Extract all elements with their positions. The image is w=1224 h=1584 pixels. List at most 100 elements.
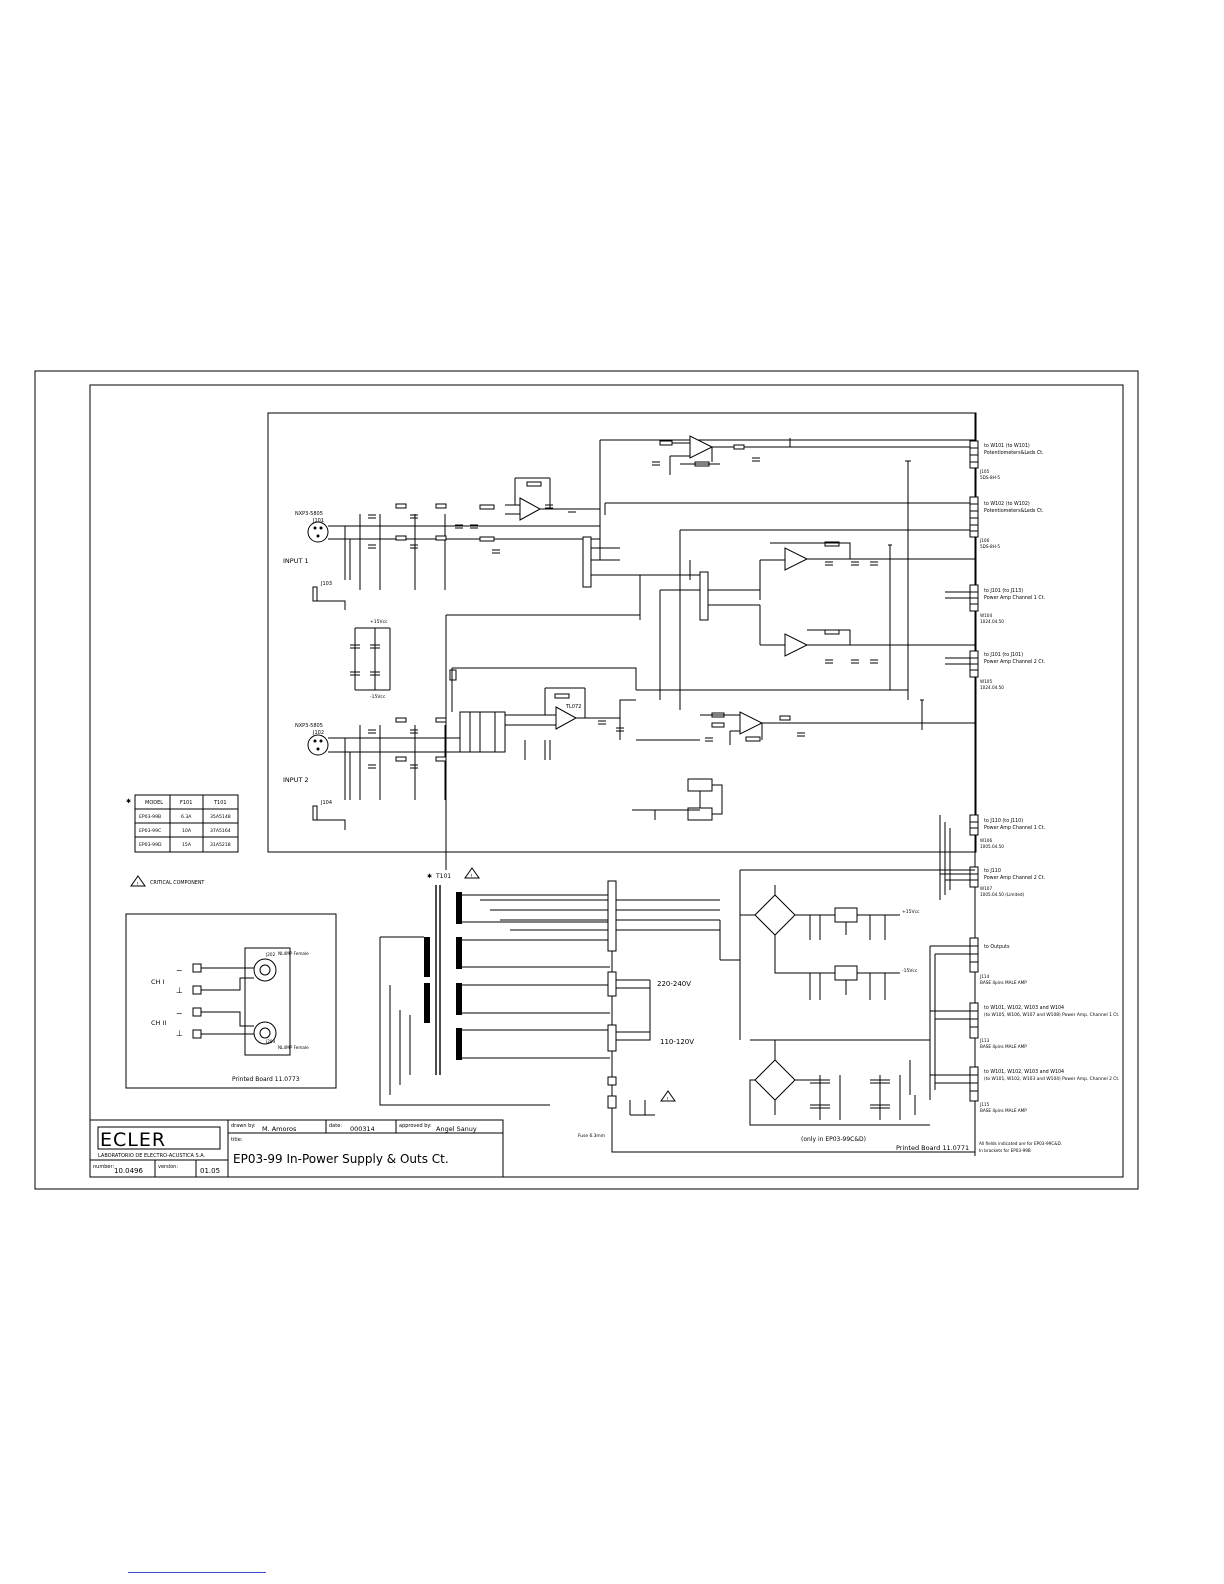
- svg-text:!: !: [471, 874, 473, 880]
- company-subtitle: LABORATORIO DE ELECTRO-ACUSTICA S.A.: [98, 1153, 206, 1159]
- conn-5-label: to J110: [984, 868, 1001, 874]
- power-supply-section: ✱ T101 ! 220-240V 110-120V Fuse 6.3mm !: [379, 867, 975, 1153]
- connector-w107: [969, 866, 979, 888]
- conn-4-label: to J110 (to J110): [984, 818, 1023, 824]
- voltage-high-label: 220-240V: [657, 980, 691, 988]
- opamp-label: TL072: [565, 704, 581, 710]
- xlr1-label: NXP3-5805: [295, 511, 323, 517]
- conn-8-ref: J115: [979, 1102, 990, 1107]
- speakon-j202: [253, 958, 277, 982]
- conn-0-sub: Potentiometers&Leds Ct.: [984, 450, 1044, 456]
- conn-6-label: to Outputs: [984, 944, 1010, 950]
- svg-text:✱: ✱: [427, 873, 432, 880]
- conn-5-ref: W107: [980, 886, 992, 891]
- fuse-label: Fuse 6.3mm: [578, 1133, 605, 1139]
- only-in-note: (only in EP03-99C&D): [801, 1136, 866, 1143]
- model-table: ✱: [126, 794, 239, 853]
- version-value: 01.05: [200, 1167, 220, 1175]
- conn-0-ref: J105: [979, 469, 990, 474]
- inset-board-label: Printed Board 11.0773: [232, 1076, 300, 1083]
- svg-text:!: !: [137, 882, 139, 888]
- conn-7-label: to W101, W102, W103 and W104: [984, 1005, 1064, 1011]
- ch1-label: CH I: [151, 978, 164, 986]
- conn-5-part: 1005.04.50 (Limited): [980, 892, 1025, 897]
- title-label: title:: [231, 1137, 243, 1143]
- date-value: 000314: [350, 1125, 375, 1133]
- ch2-label: CH II: [151, 1019, 166, 1027]
- xlr-connector-2: [307, 734, 329, 756]
- brackets-note: In brackets for EP03-99B: [979, 1148, 1031, 1153]
- connector-j105b: [607, 971, 617, 997]
- title-block: [89, 1119, 504, 1178]
- company-logo-box: [97, 1126, 221, 1150]
- conn-3-label: to J101 (to J101): [984, 652, 1023, 658]
- conn-7-ref: J113: [979, 1038, 990, 1043]
- version-label: version:: [158, 1164, 178, 1170]
- opamp-ic102-1: [689, 435, 714, 459]
- opamp-ic101-1: [519, 497, 542, 521]
- conn-4-sub: Power Amp Channel 1 Ct.: [984, 825, 1045, 831]
- conn-3-ref: W105: [980, 679, 992, 684]
- conn-6-ref: J114: [979, 974, 990, 979]
- inner-frame: [89, 384, 1124, 1178]
- table-cell: 31A5218: [210, 842, 231, 848]
- right-connectors: [929, 413, 979, 1156]
- board-note: Printed Board 11.0771: [896, 1144, 969, 1152]
- regulator-ic-neg: [834, 965, 858, 981]
- regulator-ic-pos: [834, 907, 858, 923]
- conn-1-sub: Potentiometers&Leds Ct.: [984, 508, 1044, 514]
- conn-8-label: to W101, W102, W103 and W104: [984, 1069, 1064, 1075]
- conn-6-part: BASE 4pins MALE AMP: [980, 980, 1027, 985]
- conn-7-sub: (to W105, W106, W107 and W108) Power Amp…: [984, 1012, 1119, 1018]
- conn-3-sub: Power Amp Channel 2 Ct.: [984, 659, 1045, 665]
- jack2-ref: J104: [320, 800, 332, 806]
- input2-section: NXP3-5805 J102 INPUT 2 J104: [283, 667, 975, 830]
- connector-j113: [969, 1002, 979, 1039]
- table-header-model: MODEL: [145, 800, 163, 806]
- conn-5-sub: Power Amp Channel 2 Ct.: [984, 875, 1045, 881]
- connector-j114: [969, 937, 979, 973]
- table-cell: 35A5148: [210, 814, 231, 820]
- j202-type: NL4MP Female: [278, 951, 309, 956]
- model-table-text: MODEL F101 T101 EP03-99B 6.3A 35A5148 EP…: [139, 800, 231, 848]
- xlr-connector-1: [307, 521, 329, 543]
- j203-type: NL4MP Female: [278, 1045, 309, 1050]
- svg-text:⊥: ⊥: [176, 1029, 183, 1038]
- conn-7-part: BASE 4pins MALE AMP: [980, 1044, 1027, 1049]
- header-w104: [582, 536, 592, 588]
- conn-3-part: 1024.04.50: [980, 685, 1004, 690]
- bridge-rectifier-2: [754, 1059, 796, 1101]
- table-header-t101: T101: [213, 800, 227, 806]
- opamp-ic103-2: [784, 633, 809, 657]
- conn-2-part: 1024.04.50: [980, 619, 1004, 624]
- critical-label: CRITICAL COMPONENT: [150, 880, 204, 886]
- conn-4-ref: W106: [980, 838, 992, 843]
- input2-label: INPUT 2: [283, 776, 309, 784]
- conn-8-sub: (to W101, W102, W103 and W104) Power Amp…: [984, 1076, 1119, 1082]
- top-buffer-section: [599, 435, 975, 700]
- transformer-label: T101: [435, 873, 451, 880]
- rail-pos2-label: +15Vcc: [902, 909, 920, 915]
- connector-j106: [969, 496, 979, 538]
- voltage-low-label: 110-120V: [660, 1038, 694, 1046]
- svg-text:~: ~: [176, 966, 183, 975]
- svg-text:~: ~: [176, 1009, 183, 1018]
- conn-1-ref: J106: [979, 538, 990, 543]
- date-label: date:: [329, 1123, 342, 1129]
- conn-2-label: to J101 (to J113): [984, 588, 1023, 594]
- speakon-j203: [253, 1021, 277, 1045]
- conn-1-part: 5DS-8H-5: [980, 544, 1000, 549]
- svg-text:✱: ✱: [126, 798, 131, 805]
- rail-neg2-label: -15Vcc: [902, 968, 918, 974]
- conn-2-sub: Power Amp Channel 1 Ct.: [984, 595, 1045, 601]
- table-cell: EP03-99D: [139, 842, 162, 848]
- conn-1-label: to W102 (to W102): [984, 501, 1030, 507]
- warning-icon: [464, 867, 480, 879]
- conn-8-part: BASE 4pins MALE AMP: [980, 1108, 1027, 1113]
- opamp-ic101-2: [555, 706, 578, 730]
- conn-2-ref: W104: [980, 613, 992, 618]
- all-fields-note: All fields indicated are for EP03-99C&D.: [979, 1141, 1062, 1146]
- xlr2-label: NXP3-5805: [295, 723, 323, 729]
- svg-text:!: !: [667, 1097, 669, 1103]
- jack-connector-1: [312, 586, 318, 602]
